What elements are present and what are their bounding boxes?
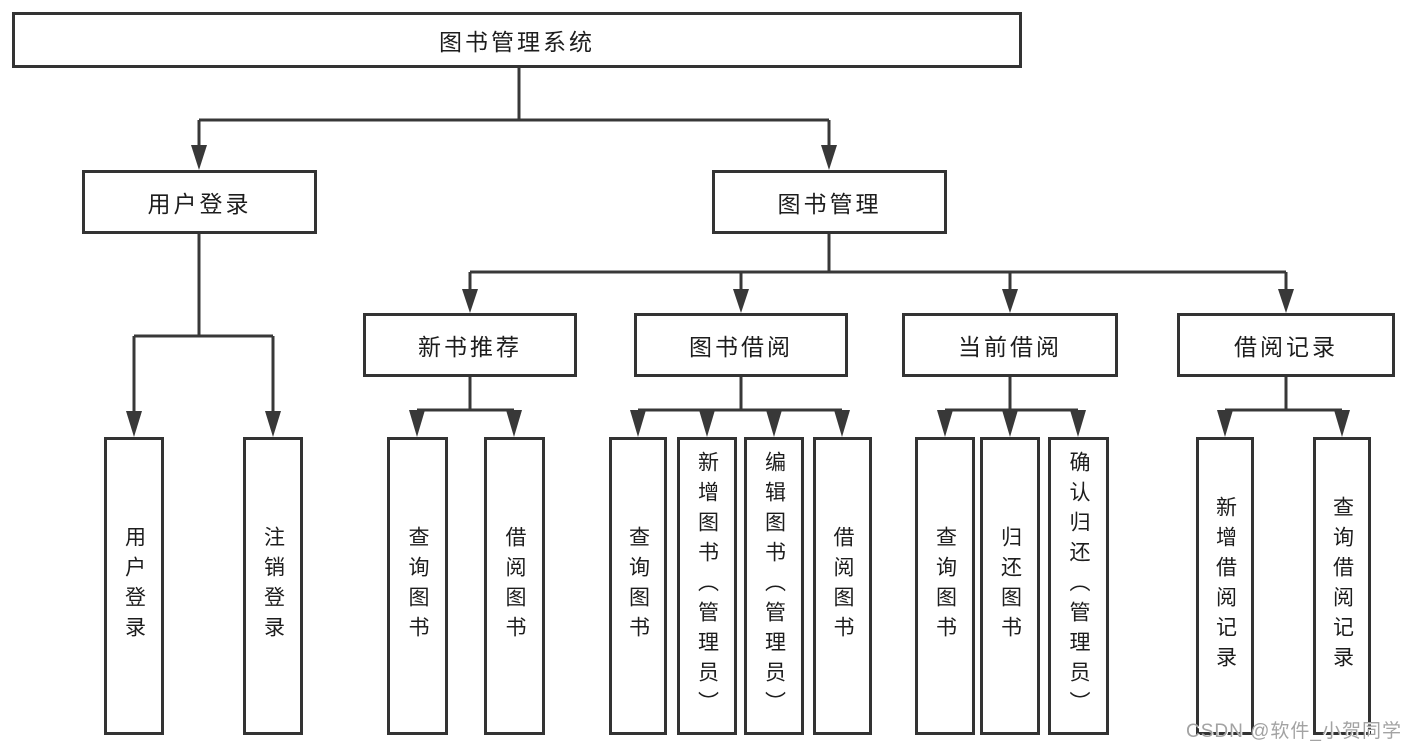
group-book-borrow-label: 图书借阅 — [689, 334, 793, 360]
leaf-logout-label: 注销登录 — [261, 526, 285, 646]
group-new-book-recommend-node: 新书推荐 — [363, 313, 577, 377]
group-book-borrow-node: 图书借阅 — [634, 313, 848, 377]
group-new-book-recommend-label: 新书推荐 — [418, 334, 522, 360]
root-node: 图书管理系统 — [12, 12, 1022, 68]
branch-user-login-label: 用户登录 — [147, 191, 252, 217]
leaf-borrow-books-label: 借阅图书 — [831, 526, 854, 646]
leaf-query-borrow-record: 查询借阅记录 — [1313, 437, 1371, 735]
leaf-borrow-books-recommend: 借阅图书 — [484, 437, 545, 735]
leaf-confirm-return-admin: 确认归还（管理员） — [1048, 437, 1109, 735]
connector-root — [191, 68, 837, 170]
branch-book-management-node: 图书管理 — [712, 170, 947, 234]
leaf-add-borrow-record: 新增借阅记录 — [1196, 437, 1254, 735]
leaf-query-books-recommend: 查询图书 — [387, 437, 448, 735]
connector-user-login — [126, 234, 281, 437]
leaf-query-books-borrow-label: 查询图书 — [626, 526, 650, 646]
group-current-borrow-node: 当前借阅 — [902, 313, 1118, 377]
connector-book-borrow — [630, 377, 850, 437]
connector-borrow-records — [1217, 377, 1350, 437]
leaf-query-books-borrow: 查询图书 — [609, 437, 667, 735]
branch-user-login-node: 用户登录 — [82, 170, 317, 234]
leaf-return-book: 归还图书 — [980, 437, 1040, 735]
leaf-borrow-books-recommend-label: 借阅图书 — [503, 526, 526, 646]
leaf-add-book-admin: 新增图书（管理员） — [677, 437, 737, 735]
leaf-add-borrow-record-label: 新增借阅记录 — [1213, 496, 1237, 676]
connector-new-book-recommend — [409, 377, 522, 437]
connector-current-borrow — [937, 377, 1086, 437]
root-node-label: 图书管理系统 — [439, 29, 595, 55]
leaf-user-login: 用户登录 — [104, 437, 164, 735]
leaf-logout: 注销登录 — [243, 437, 303, 735]
leaf-add-book-admin-label: 新增图书（管理员） — [695, 451, 719, 721]
leaf-edit-book-admin-label: 编辑图书（管理员） — [762, 451, 786, 721]
connector-book-management — [462, 234, 1294, 313]
branch-book-management-label: 图书管理 — [777, 191, 882, 217]
leaf-borrow-books: 借阅图书 — [813, 437, 872, 735]
group-current-borrow-label: 当前借阅 — [958, 334, 1062, 360]
leaf-query-books-recommend-label: 查询图书 — [406, 526, 429, 646]
watermark: CSDN @软件_小贺同学 — [1186, 721, 1402, 742]
leaf-user-login-label: 用户登录 — [122, 526, 146, 646]
leaf-query-borrow-record-label: 查询借阅记录 — [1330, 496, 1354, 676]
group-borrow-records-node: 借阅记录 — [1177, 313, 1395, 377]
leaf-confirm-return-admin-label: 确认归还（管理员） — [1067, 451, 1090, 721]
group-borrow-records-label: 借阅记录 — [1234, 334, 1338, 360]
leaf-edit-book-admin: 编辑图书（管理员） — [744, 437, 804, 735]
leaf-query-books-current-label: 查询图书 — [933, 526, 957, 646]
leaf-query-books-current: 查询图书 — [915, 437, 975, 735]
leaf-return-book-label: 归还图书 — [998, 526, 1022, 646]
